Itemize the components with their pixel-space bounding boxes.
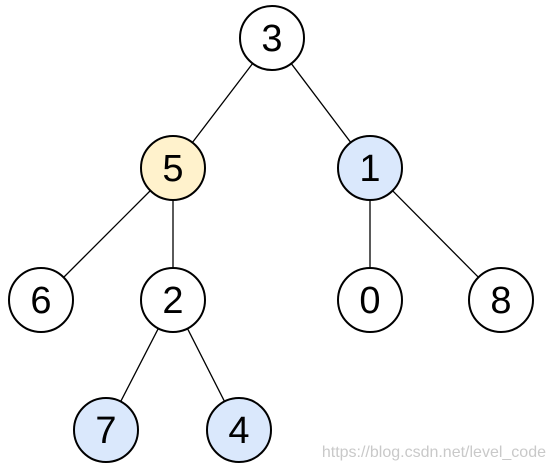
tree-node-0: 0: [337, 267, 403, 333]
node-circle: [73, 397, 139, 463]
edge-n5-n6: [63, 190, 151, 278]
edge-n1-n8: [392, 190, 479, 278]
edge-n3-n1: [290, 63, 352, 143]
node-label: 7: [95, 410, 116, 452]
tree-node-4: 4: [206, 397, 272, 463]
node-circle: [468, 267, 534, 333]
tree-node-2: 2: [140, 267, 206, 333]
node-circle: [337, 267, 403, 333]
node-circle: [206, 397, 272, 463]
tree-nodes: 3 5 1 6 2 0 8 7 4: [8, 5, 534, 463]
node-label: 1: [359, 148, 380, 190]
node-circle: [239, 5, 305, 71]
tree-edges: [63, 63, 479, 402]
node-label: 5: [162, 148, 183, 190]
edge-n2-n4: [186, 328, 226, 402]
node-circle: [8, 267, 74, 333]
node-circle: [337, 135, 403, 201]
node-circle: [140, 267, 206, 333]
watermark-text: https://blog.csdn.net/level_code: [321, 444, 546, 461]
edge-n2-n7: [120, 328, 159, 402]
tree-node-6: 6: [8, 267, 74, 333]
node-circle: [140, 135, 206, 201]
node-label: 3: [261, 18, 282, 60]
tree-node-5: 5: [140, 135, 206, 201]
tree-node-1: 1: [337, 135, 403, 201]
edge-n3-n5: [191, 63, 254, 143]
tree-node-8: 8: [468, 267, 534, 333]
node-label: 2: [162, 280, 183, 322]
node-label: 8: [490, 280, 511, 322]
node-label: 4: [228, 410, 249, 452]
tree-node-7: 7: [73, 397, 139, 463]
node-label: 0: [359, 280, 380, 322]
node-label: 6: [30, 280, 51, 322]
tree-node-3: 3: [239, 5, 305, 71]
